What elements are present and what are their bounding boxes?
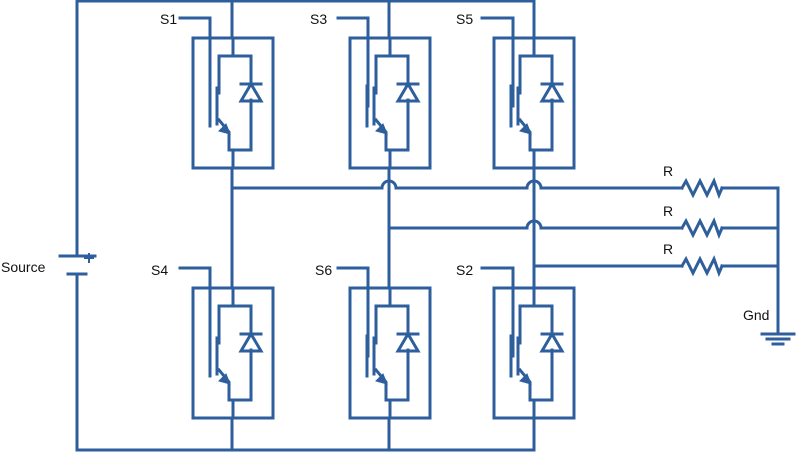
ground-icon [760, 332, 796, 346]
switch-module-s6 [348, 286, 432, 420]
resistor-icon [680, 257, 724, 275]
battery-icon [58, 253, 97, 276]
igbt-icon [191, 36, 275, 170]
switch-module-s3 [348, 36, 432, 170]
load-resistor-1 [680, 179, 724, 197]
switch-label-s6: S6 [315, 262, 332, 278]
resistor-label-3: R [663, 241, 673, 257]
resistor-label-2: R [663, 203, 673, 219]
igbt-icon [492, 36, 576, 170]
switch-module-s5 [492, 36, 576, 170]
switch-label-s3: S3 [310, 11, 327, 27]
resistor-label-1: R [663, 163, 673, 179]
load-resistor-2 [680, 219, 724, 237]
resistor-icon [680, 219, 724, 237]
switch-module-s2 [492, 286, 576, 420]
circuit-wires [58, 0, 796, 452]
switch-module-s1 [191, 36, 275, 170]
igbt-icon [191, 286, 275, 420]
switch-label-s4: S4 [151, 262, 168, 278]
switch-label-s5: S5 [456, 11, 473, 27]
switch-module-s4 [191, 286, 275, 420]
switch-label-s1: S1 [160, 11, 177, 27]
igbt-icon [348, 286, 432, 420]
igbt-icon [348, 36, 432, 170]
resistor-icon [680, 179, 724, 197]
gnd-label: Gnd [743, 307, 769, 323]
igbt-icon [492, 286, 576, 420]
source-label: Source [1, 259, 46, 275]
load-resistor-3 [680, 257, 724, 275]
switch-label-s2: S2 [456, 262, 473, 278]
